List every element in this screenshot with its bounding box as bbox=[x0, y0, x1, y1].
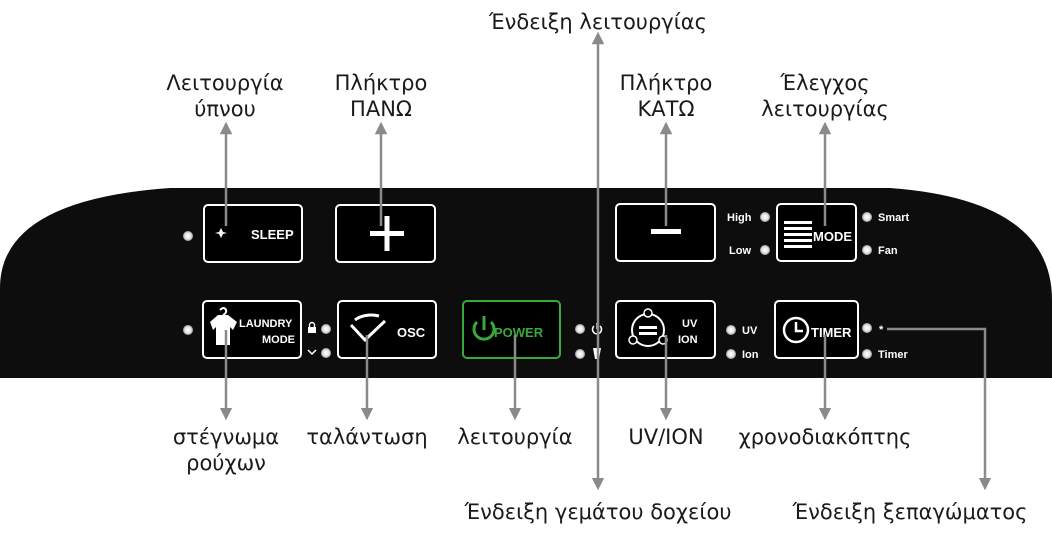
up-button[interactable] bbox=[335, 204, 436, 263]
power-button-label: POWER bbox=[494, 325, 544, 340]
label-uv-ion: UV/ION bbox=[628, 425, 704, 449]
sleep-led bbox=[183, 231, 193, 241]
label-laundry-drying: στέγνωμα ρούχων bbox=[172, 425, 280, 475]
power-icon bbox=[472, 316, 496, 341]
label-timer: χρονοδιακόπτης bbox=[738, 425, 912, 449]
timer-led bbox=[862, 349, 872, 359]
osc-led bbox=[321, 348, 331, 358]
power-button[interactable]: POWER bbox=[462, 300, 561, 359]
fan-led bbox=[862, 245, 872, 255]
laundry-mode-button[interactable]: LAUNDRY MODE bbox=[202, 300, 302, 359]
high-led bbox=[760, 212, 770, 222]
menu-lines-icon bbox=[784, 221, 812, 248]
label-operation-indicator: Ένδειξη λειτουργίας bbox=[489, 10, 707, 34]
label-mode-control: Έλεγχος λειτουργίας bbox=[761, 71, 889, 121]
label-sleep-function: Λειτουργία ύπνου bbox=[166, 71, 284, 121]
label-tank-full-indicator: Ένδειξη γεμάτου δοχείου bbox=[464, 500, 732, 524]
smart-led bbox=[862, 212, 872, 222]
low-led bbox=[760, 245, 770, 255]
leader-defrost bbox=[887, 327, 992, 491]
defrost-led bbox=[862, 323, 872, 333]
sleep-button-label: SLEEP bbox=[251, 227, 294, 242]
uv-label: UV bbox=[682, 318, 698, 330]
clock-icon bbox=[782, 316, 810, 344]
minus-icon bbox=[651, 229, 681, 234]
defrost-indicator-label: * bbox=[879, 324, 884, 336]
shirt-hanger-icon bbox=[210, 307, 237, 345]
timer-button[interactable]: TIMER bbox=[774, 300, 859, 359]
label-down-key: Πλήκτρο ΚΑΤΩ bbox=[619, 71, 713, 121]
uv-led bbox=[726, 325, 736, 335]
oscillation-icon bbox=[349, 313, 387, 343]
smart-indicator-label: Smart bbox=[878, 212, 910, 224]
ion-indicator-label: Ion bbox=[742, 349, 759, 361]
ion-label: ION bbox=[678, 334, 698, 346]
timer-indicator-label: Timer bbox=[878, 349, 908, 361]
laundry-led bbox=[183, 325, 193, 335]
high-indicator-label: High bbox=[727, 212, 752, 224]
osc-small-icon bbox=[307, 349, 317, 356]
sleep-button[interactable]: SLEEP bbox=[203, 204, 303, 263]
laundry-label-line1: LAUNDRY bbox=[239, 318, 293, 330]
uv-indicator-label: UV bbox=[742, 325, 758, 337]
fan-indicator-label: Fan bbox=[878, 245, 898, 257]
lock-icon bbox=[308, 321, 316, 333]
operation-led bbox=[575, 324, 585, 334]
label-oscillation: ταλάντωση bbox=[306, 425, 428, 449]
osc-button[interactable]: OSC bbox=[337, 300, 437, 359]
moon-star-icon bbox=[215, 220, 243, 249]
osc-button-label: OSC bbox=[397, 325, 426, 340]
label-defrost-indicator: Ένδειξη ξεπαγώματος bbox=[792, 500, 1028, 524]
low-indicator-label: Low bbox=[729, 245, 751, 257]
tank-full-led bbox=[575, 349, 585, 359]
laundry-label-line2: MODE bbox=[262, 334, 295, 346]
mode-button[interactable]: MODE bbox=[776, 203, 857, 262]
ion-led bbox=[726, 349, 736, 359]
mode-button-label: MODE bbox=[813, 229, 852, 244]
label-up-key: Πλήκτρο ΠΑΝΩ bbox=[334, 71, 428, 121]
lock-led bbox=[321, 324, 331, 334]
label-power-function: λειτουργία bbox=[457, 425, 573, 449]
plus-icon bbox=[370, 216, 404, 251]
timer-button-label: TIMER bbox=[811, 325, 852, 340]
